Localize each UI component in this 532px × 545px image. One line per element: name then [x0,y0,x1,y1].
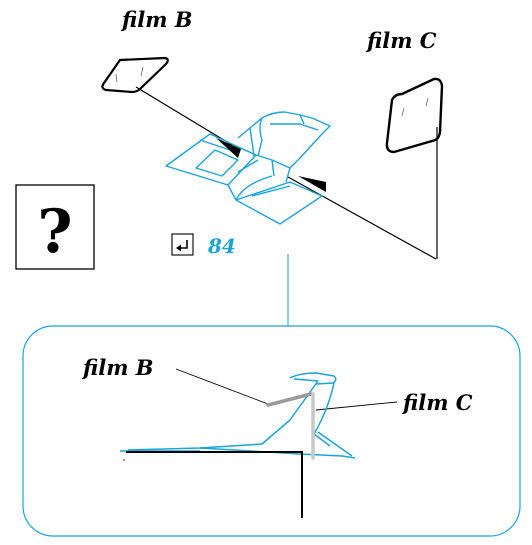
leader-lines-detail [175,368,398,411]
return-arrow-icon [176,240,188,252]
step-number: 84 [207,234,236,258]
base-corner [123,451,303,518]
step-reference: 84 [171,233,236,258]
film-b-label-top: film B [120,7,193,32]
leader-lines-top [135,86,438,260]
insert-arrow-right [298,176,326,192]
film-c-label-detail: film C [401,390,473,415]
insert-arrow-left [216,138,241,158]
film-c-label-top: film C [365,28,437,53]
film-c-piece [385,77,444,154]
film-b-label-detail: film B [81,355,154,380]
detail-callout-panel [22,325,521,537]
question-mark: ? [37,197,72,267]
film-b-piece [101,56,169,94]
blue-part-isometric [165,111,331,225]
film-b-detail [266,392,313,407]
help-box [15,184,95,270]
